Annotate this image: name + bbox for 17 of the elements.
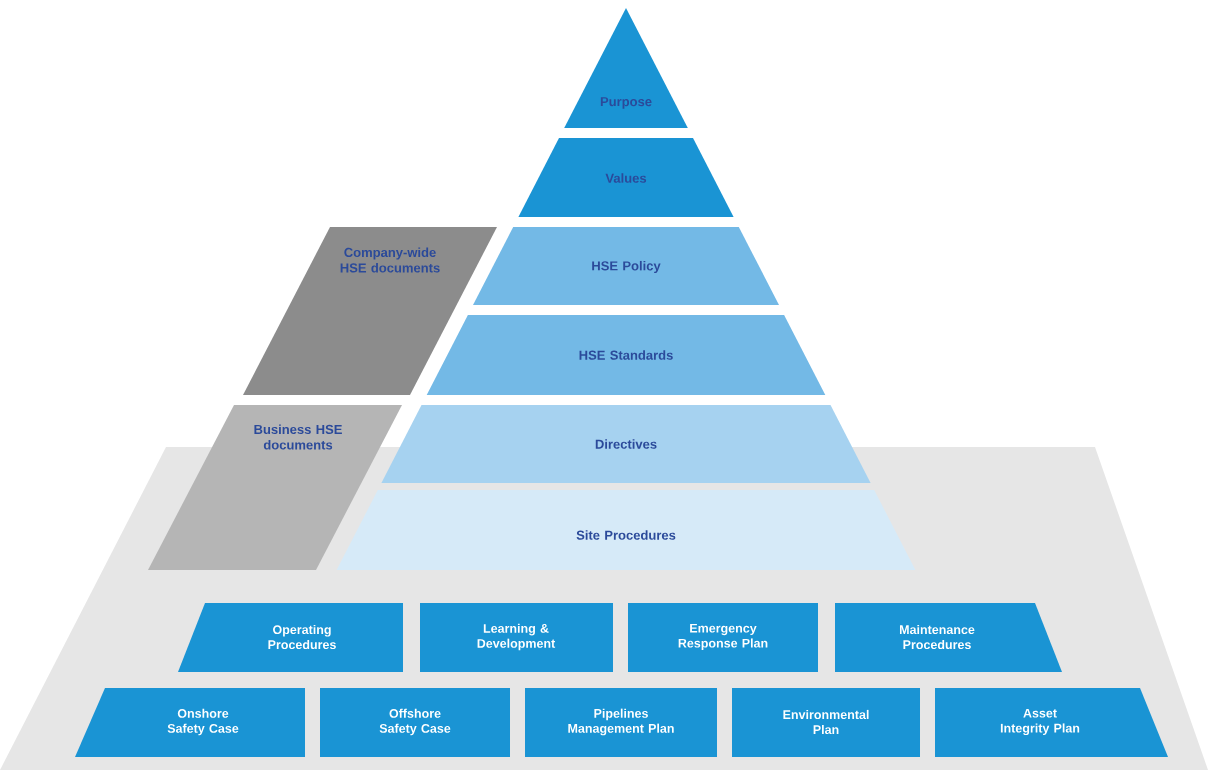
plan-box: Asset Integrity Plan: [935, 688, 1168, 757]
plan-box: Learning & Development: [420, 603, 613, 672]
document-panel: Company-wide HSE documents: [243, 227, 497, 395]
document-panel: Business HSE documents: [148, 405, 402, 570]
plan-box: Environmental Plan: [732, 688, 920, 757]
pyramid-tier: HSE Policy: [473, 227, 779, 305]
plan-box: Offshore Safety Case: [320, 688, 510, 757]
pyramid-tier: Values: [518, 138, 734, 217]
plan-box: Onshore Safety Case: [75, 688, 305, 757]
pyramid-tier: Site Procedures: [336, 490, 916, 570]
pyramid-tier: HSE Standards: [426, 315, 826, 395]
pyramid-tier: Directives: [381, 405, 871, 483]
pyramid-tier: Purpose: [564, 8, 688, 128]
plan-box: Maintenance Procedures: [835, 603, 1062, 672]
plan-box: Operating Procedures: [178, 603, 403, 672]
plan-box: Emergency Response Plan: [628, 603, 818, 672]
plan-box: Pipelines Management Plan: [525, 688, 717, 757]
